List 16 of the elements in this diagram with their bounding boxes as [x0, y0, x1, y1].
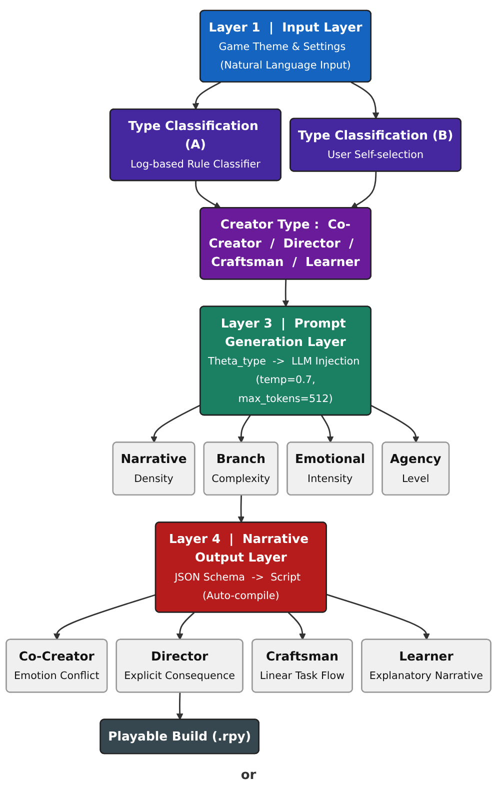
arrow: [238, 495, 245, 523]
arrow: [176, 692, 184, 720]
arrow: [192, 82, 221, 110]
arrow: [53, 594, 156, 640]
arrow: [350, 172, 377, 208]
arrow: [350, 82, 380, 120]
arrow: [176, 612, 195, 640]
arrow: [288, 612, 306, 640]
arrow: [326, 594, 430, 640]
arrow: [320, 415, 334, 443]
arrow: [238, 414, 251, 443]
connector-word: or: [240, 768, 256, 783]
arrow: [282, 280, 290, 307]
arrow: [195, 180, 221, 208]
arrow: [150, 404, 201, 443]
arrow: [370, 405, 420, 443]
